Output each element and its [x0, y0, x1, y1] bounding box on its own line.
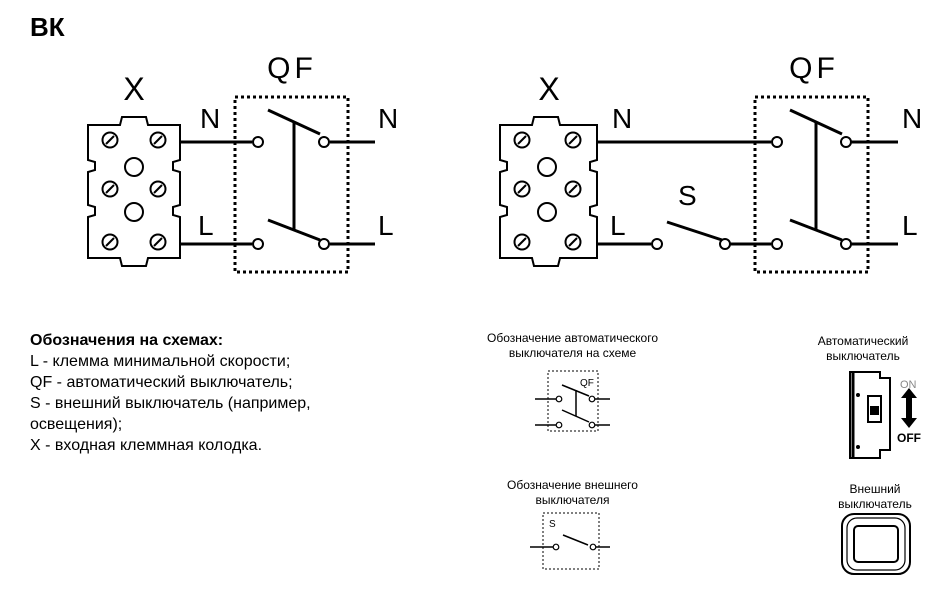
right-diagram: X QF N L S N L: [499, 52, 922, 274]
qf-symbol-label: QF: [580, 378, 594, 389]
n-out-label-right: N: [902, 103, 922, 134]
breaker-caption-line-1: Автоматический: [817, 334, 909, 348]
on-label: ON: [900, 379, 917, 391]
contacts-left: [252, 136, 330, 250]
switch-caption-line-1: Внешний: [849, 482, 901, 496]
legend-item: S - внешний выключатель (например,: [30, 395, 311, 412]
contacts-right: [651, 136, 852, 250]
legend: Обозначения на схемах: L - клемма минима…: [30, 330, 410, 456]
legend-item: X - входная клеммная колодка.: [30, 437, 263, 454]
switch-label-right: S: [678, 180, 697, 211]
n-in-label-right: N: [612, 103, 632, 134]
wall-switch-icon: [841, 513, 911, 575]
terminal-screws-right: [513, 131, 582, 251]
qf-symbol: QF: [535, 370, 610, 432]
terminal-label-left: X: [123, 71, 144, 107]
qf-symbol-caption: Обозначение автоматического выключателя …: [455, 331, 690, 361]
legend-item: освещения);: [30, 416, 123, 433]
switch-caption-line-2: выключатель: [838, 497, 912, 511]
qf-caption-line-2: выключателя на схеме: [508, 346, 637, 360]
terminal-label-right: X: [538, 71, 559, 107]
legend-title: Обозначения на схемах:: [30, 332, 224, 349]
l-in-label-right: L: [610, 210, 626, 241]
breaker-box-left: [233, 95, 350, 274]
breaker-caption-line-2: выключатель: [826, 349, 900, 363]
terminal-screws-left: [101, 131, 167, 251]
s-symbol: S: [530, 512, 610, 570]
s-symbol-label: S: [549, 519, 556, 530]
l-out-label-left: L: [378, 210, 394, 241]
wires-right: [597, 108, 898, 246]
off-label: OFF: [897, 431, 921, 445]
breaker-label-left: QF: [267, 52, 317, 85]
l-out-label-right: L: [902, 210, 918, 241]
page-title: ВК: [30, 12, 65, 42]
terminal-block-right: [499, 116, 598, 267]
s-caption-line-1: Обозначение внешнего: [507, 478, 638, 492]
switch-device-caption: Внешний выключатель: [810, 482, 937, 512]
legend-item: L - клемма минимальной скорости;: [30, 353, 291, 370]
l-in-label-left: L: [198, 210, 214, 241]
wires-left: [180, 108, 375, 246]
on-off-arrow-icon: [901, 388, 917, 428]
breaker-box-right: [753, 95, 870, 274]
left-diagram: X QF N L N L: [87, 52, 398, 274]
s-caption-line-2: выключателя: [535, 493, 610, 507]
terminal-block-left: [87, 116, 181, 267]
n-out-label-left: N: [378, 103, 398, 134]
qf-caption-line-1: Обозначение автоматического: [487, 331, 658, 345]
breaker-device-caption: Автоматический выключатель: [798, 334, 928, 364]
s-symbol-caption: Обозначение внешнего выключателя: [455, 478, 690, 508]
n-in-label-left: N: [200, 103, 220, 134]
breaker-device-icon: ON OFF: [849, 371, 921, 459]
breaker-label-right: QF: [789, 52, 839, 85]
legend-item: QF - автоматический выключатель;: [30, 374, 293, 391]
